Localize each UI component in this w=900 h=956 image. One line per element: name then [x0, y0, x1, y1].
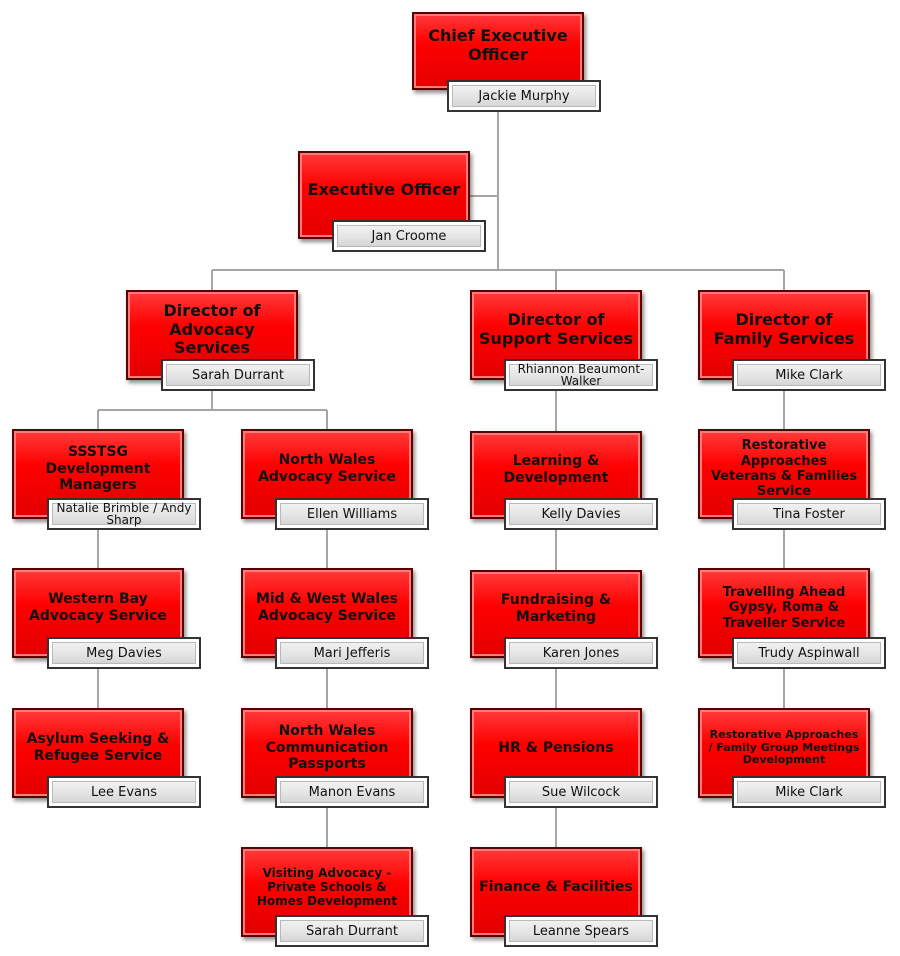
name-box: Mari Jefferis: [275, 637, 429, 669]
name-box: Tina Foster: [732, 498, 886, 530]
name-box: Sue Wilcock: [504, 776, 658, 808]
name-box: Trudy Aspinwall: [732, 637, 886, 669]
name-box: Natalie Brimble / Andy Sharp: [47, 498, 201, 530]
role-box: Chief Executive Officer: [412, 12, 584, 90]
name-box: Mike Clark: [732, 359, 886, 391]
name-box: Sarah Durrant: [275, 915, 429, 947]
name-box: Manon Evans: [275, 776, 429, 808]
name-box: Meg Davies: [47, 637, 201, 669]
name-box: Leanne Spears: [504, 915, 658, 947]
name-box: Jan Croome: [332, 220, 486, 252]
name-box: Kelly Davies: [504, 498, 658, 530]
role-box: Restorative Approaches Veterans & Famili…: [698, 429, 870, 519]
name-box: Lee Evans: [47, 776, 201, 808]
name-box: Sarah Durrant: [161, 359, 315, 391]
name-box: Karen Jones: [504, 637, 658, 669]
name-box: Mike Clark: [732, 776, 886, 808]
name-box: Ellen Williams: [275, 498, 429, 530]
name-box: Rhiannon Beaumont-Walker: [504, 359, 658, 391]
name-box: Jackie Murphy: [447, 80, 601, 112]
